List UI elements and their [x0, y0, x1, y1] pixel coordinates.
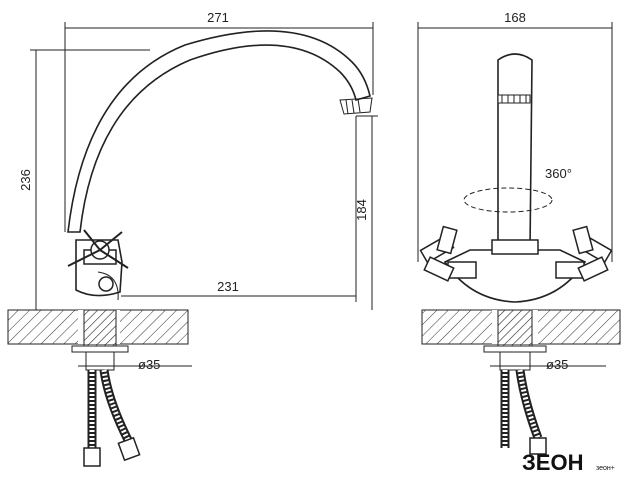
dim-total-height-label: 236 — [18, 169, 33, 191]
side-view: 271 236 184 231 ø35 — [7, 10, 378, 467]
brand-logo: ЗЕОН зеон+ — [522, 450, 615, 475]
rotation-label: 360° — [545, 166, 572, 181]
dim-side-width-label: 168 — [504, 10, 526, 25]
dim-mount-diameter-left-label: ø35 — [138, 357, 160, 372]
dim-center-reach-label: 231 — [217, 279, 239, 294]
rotation-indicator: 360° — [463, 166, 572, 213]
dim-mount-diameter-left: ø35 — [78, 357, 192, 372]
mixer-body-left — [67, 229, 129, 301]
dim-side-width: 168 — [417, 10, 613, 262]
front-view: 360° 168 ø35 — [417, 10, 621, 455]
mixer-body-right — [419, 225, 613, 303]
dim-spout-height: 184 — [354, 115, 378, 310]
dim-mount-diameter-right: ø35 — [490, 357, 606, 372]
dim-spout-reach-label: 271 — [207, 10, 229, 25]
supply-hoses-left — [83, 369, 141, 467]
dim-center-reach: 231 — [121, 116, 357, 302]
dim-spout-height-label: 184 — [354, 199, 369, 221]
brand-logo-text: ЗЕОН — [522, 450, 583, 475]
vertical-spout — [497, 53, 533, 251]
dim-spout-reach: 271 — [64, 10, 374, 232]
dim-mount-diameter-right-label: ø35 — [546, 357, 568, 372]
dim-total-height: 236 — [18, 49, 150, 310]
spout-arc — [67, 30, 373, 233]
brand-logo-tagline: зеон+ — [596, 465, 615, 472]
supply-hoses-right — [500, 369, 547, 455]
